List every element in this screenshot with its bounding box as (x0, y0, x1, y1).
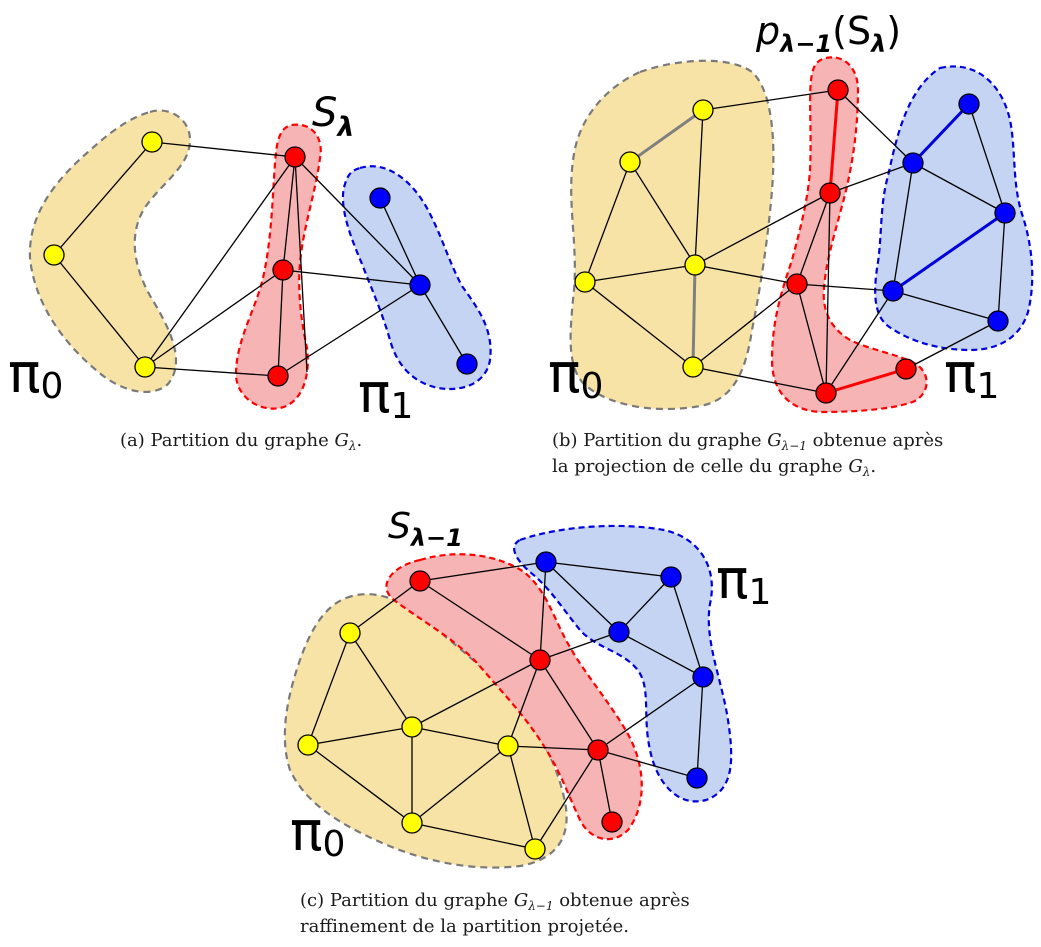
panel-b-nodes (574, 79, 1016, 404)
panel-c-part0-region (283, 593, 568, 869)
node-b-r3 (786, 273, 808, 295)
node-b-y2 (619, 151, 641, 173)
node-a-r1 (284, 146, 306, 168)
matched-edge-part1-2 (892, 211, 1006, 293)
node-b-y5 (682, 356, 704, 378)
panel-a: Sλ π0 π1 (8, 90, 492, 427)
panel-b-part0-region (569, 59, 775, 411)
node-c-b4 (692, 666, 714, 688)
caption-panel-b: (b) Partition du graphe Gλ−1 obtenue apr… (552, 428, 1022, 480)
panel-b-separator-region (770, 56, 928, 414)
matched-edge-part0-1 (629, 108, 704, 164)
caption-panel-c: (c) Partition du graphe Gλ−1 obtenue apr… (300, 888, 800, 940)
node-b-y3 (574, 271, 596, 293)
node-c-r1 (409, 570, 431, 592)
node-c-b3 (608, 621, 630, 643)
caption-b-line2-sub: λ (862, 465, 871, 479)
node-b-y4 (684, 254, 706, 276)
node-a-y3 (134, 356, 156, 378)
node-c-y3 (401, 716, 423, 738)
caption-a-var: G (334, 430, 349, 451)
node-a-b2 (409, 274, 431, 296)
caption-b-line1-suffix: obtenue après (806, 430, 944, 451)
node-c-b1 (535, 551, 557, 573)
node-c-y2 (297, 734, 319, 756)
panel-c-separator-label: Sλ−1 (388, 506, 463, 552)
caption-b-sub: λ−1 (781, 439, 807, 453)
caption-c-line2: raffinement de la partition projetée. (300, 916, 629, 937)
node-c-r3 (587, 739, 609, 761)
node-b-b4 (882, 280, 904, 302)
node-b-r1 (827, 79, 849, 101)
node-b-b5 (987, 310, 1009, 332)
caption-c-var: G (513, 890, 529, 911)
panel-a-nodes (43, 131, 478, 387)
caption-a-sub: λ (348, 439, 357, 453)
node-a-r2 (272, 259, 294, 281)
panel-b-part1-region (874, 65, 1034, 352)
caption-c-line1: (c) Partition du graphe (300, 890, 514, 911)
node-c-b2 (660, 566, 682, 588)
panel-c-nodes (297, 551, 714, 860)
panel-a-edges (53, 141, 468, 377)
panel-b-edges (584, 89, 1006, 394)
node-b-r2 (819, 182, 841, 204)
node-c-r4 (601, 811, 623, 833)
node-a-r3 (267, 365, 289, 387)
caption-b-line2-var: G (848, 456, 863, 477)
panel-c-separator-region (385, 553, 643, 841)
node-c-y5 (497, 735, 519, 757)
node-b-b2 (902, 152, 924, 174)
panel-b-separator-label: pλ−1(Sλ) (755, 9, 901, 58)
caption-b-line2: la projection de celle du graphe (552, 456, 849, 477)
caption-b-line2-suffix: . (870, 456, 877, 477)
panel-b: pλ−1(Sλ) π0 π1 (548, 9, 1034, 414)
panel-a-part0-region (28, 109, 192, 393)
node-c-y6 (524, 838, 546, 860)
node-b-r4 (815, 382, 837, 404)
caption-c-sub: λ−1 (528, 899, 554, 913)
node-a-b3 (456, 353, 478, 375)
panel-a-part0-label: π0 (8, 342, 63, 407)
panel-a-part1-label: π1 (358, 362, 413, 427)
node-b-r5 (895, 358, 917, 380)
panel-c: Sλ−1 π0 π1 (283, 506, 771, 869)
panel-c-part0-label: π0 (290, 800, 345, 865)
caption-a-text: (a) Partition du graphe (120, 430, 335, 451)
node-c-r2 (529, 649, 551, 671)
matched-edge-part0-2 (691, 264, 697, 368)
node-b-b3 (994, 202, 1016, 224)
matched-edge-sep-2 (825, 367, 907, 395)
matched-edge-sep-1 (828, 89, 840, 194)
caption-c-line1-suffix: obtenue après (553, 890, 690, 911)
caption-b-line1: (b) Partition du graphe (552, 430, 768, 451)
caption-a-suffix: . (356, 430, 363, 451)
caption-b-var: G (767, 430, 782, 451)
matched-edge-part1-1 (911, 102, 971, 165)
node-b-y1 (692, 99, 714, 121)
node-c-b5 (686, 767, 708, 789)
node-a-b1 (369, 187, 391, 209)
node-b-b1 (958, 93, 980, 115)
panel-c-part1-label: π1 (716, 548, 771, 613)
caption-panel-a: (a) Partition du graphe Gλ. (120, 428, 460, 454)
node-c-y4 (401, 812, 423, 834)
panel-b-matched-edges (629, 89, 1006, 395)
node-a-y2 (43, 244, 65, 266)
node-a-y1 (141, 131, 163, 153)
panel-c-edges (307, 561, 704, 850)
panel-b-part0-label: π0 (548, 342, 603, 407)
panel-a-separator-label: Sλ (312, 90, 354, 143)
node-c-y1 (339, 622, 361, 644)
panel-b-part1-label: π1 (944, 342, 999, 407)
